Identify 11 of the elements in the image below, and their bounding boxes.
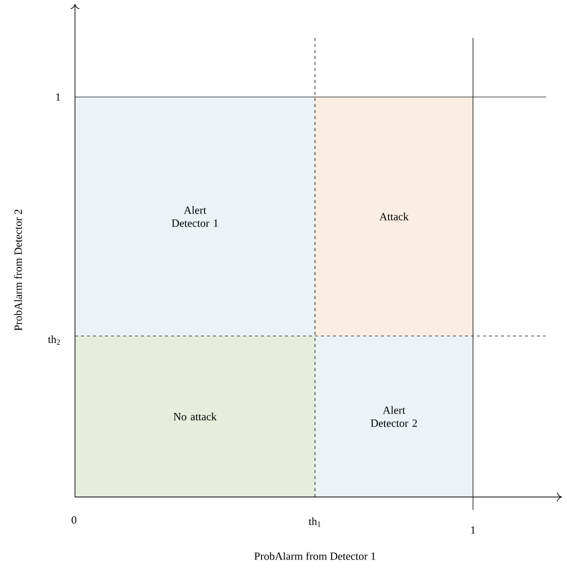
axis-label: ProbAlarm from Detector 2 (14, 210, 22, 331)
tick-label: th$_{2}$ (48, 335, 60, 345)
axis-label: ProbAlarm from Detector 1 (254, 552, 376, 560)
tick-label: 0 (72, 516, 76, 524)
region-box: No attack (75, 336, 315, 497)
region-box: Alert Detector 1 (75, 97, 315, 336)
region-box: Attack (315, 97, 473, 336)
tick-label: th$_{1}$ (308, 517, 320, 527)
tick-label: 1 (56, 93, 60, 101)
region-box: Alert Detector 2 (315, 336, 473, 497)
tick-label: 1 (471, 526, 476, 534)
